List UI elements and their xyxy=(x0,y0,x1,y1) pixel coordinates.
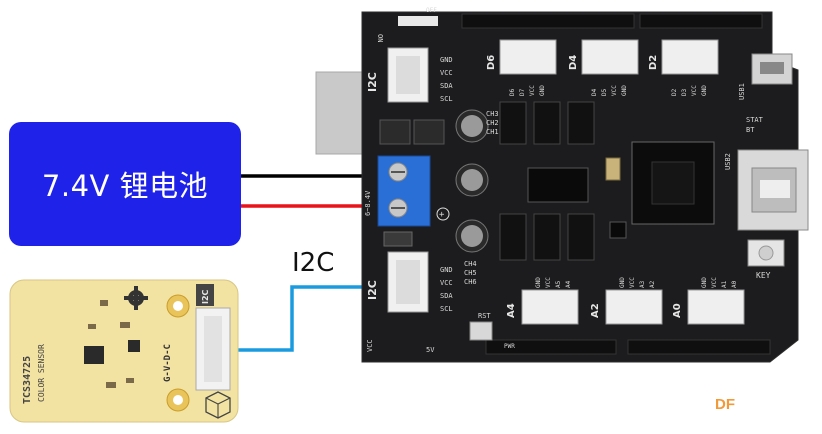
rst-label: RST xyxy=(478,312,491,320)
port-a2-label: A2 xyxy=(590,303,601,318)
crystal xyxy=(605,157,621,181)
gear-icon xyxy=(124,286,148,310)
port-d4[interactable] xyxy=(581,39,639,75)
cube-logo-icon xyxy=(205,391,231,419)
i2c-port-top-socket xyxy=(396,56,420,94)
bottom-header-right xyxy=(627,339,771,355)
port-a4-label: A4 xyxy=(506,303,517,318)
small-ic xyxy=(609,221,627,239)
i2c-top-pin-gnd: GND xyxy=(440,56,453,64)
a4-pin-1: GND xyxy=(535,277,542,288)
port-a2[interactable] xyxy=(605,289,663,325)
d2-pin-1: D2 xyxy=(671,88,678,96)
power-switch[interactable] xyxy=(398,16,438,26)
usb2-label: USB2 xyxy=(724,153,732,170)
pwr-label: PWR xyxy=(504,343,515,350)
port-d2-label: D2 xyxy=(648,55,659,70)
i2c-bottom-pin-vcc: VCC xyxy=(440,279,453,287)
color-sensor-module: I2C G-V-D-C TCS34725 COLOR SENSOR xyxy=(9,279,239,423)
sensor-subtitle: COLOR SENSOR xyxy=(37,344,46,402)
ch5-label: CH5 xyxy=(464,269,477,277)
d4-pin-3: VCC xyxy=(611,85,618,96)
usb1-label: USB1 xyxy=(738,83,746,100)
d2-pin-4: GND xyxy=(701,85,708,96)
sensor-port-label: I2C xyxy=(201,289,210,304)
i2c-port-bottom-label: I2C xyxy=(366,280,379,300)
servo-headers-top xyxy=(499,101,595,145)
a4-pin-2: VCC xyxy=(545,277,552,288)
d6-pin-3: VCC xyxy=(529,85,536,96)
switch-on-label: ON xyxy=(376,34,384,42)
a2-pin-2: VCC xyxy=(629,277,636,288)
ch1-label: CH1 xyxy=(486,128,499,136)
mosfet-2 xyxy=(413,119,445,145)
bottom-header xyxy=(485,339,617,355)
d6-pin-4: GND xyxy=(539,85,546,96)
d4-pin-2: D5 xyxy=(601,88,608,96)
sensor-pins-label: G-V-D-C xyxy=(163,344,173,382)
i2c-top-pin-sda: SDA xyxy=(440,82,453,90)
df-logo: DF xyxy=(715,396,735,413)
key-label: KEY xyxy=(756,271,771,280)
d2-pin-2: D3 xyxy=(681,88,688,96)
i2c-top-pin-vcc: VCC xyxy=(440,69,453,77)
port-a0[interactable] xyxy=(687,289,745,325)
a0-pin-2: VCC xyxy=(711,277,718,288)
battery-block: 7.4V 锂电池 xyxy=(9,122,241,246)
bt-label: BT xyxy=(746,126,755,134)
wire-i2c xyxy=(238,285,398,352)
sensor-ic-small xyxy=(128,340,140,352)
a2-pin-1: GND xyxy=(619,277,626,288)
voltage-5v-label: 5V xyxy=(426,346,435,354)
vcc-label: VCC xyxy=(366,339,374,352)
i2c-port-top-label: I2C xyxy=(366,72,379,92)
ch2-label: CH2 xyxy=(486,119,499,127)
a2-pin-3: A3 xyxy=(639,280,646,288)
top-header xyxy=(461,13,635,29)
a2-pin-4: A2 xyxy=(649,280,656,288)
a4-pin-3: A5 xyxy=(555,280,562,288)
d2-pin-3: VCC xyxy=(691,85,698,96)
port-d6[interactable] xyxy=(499,39,557,75)
port-d2[interactable] xyxy=(661,39,719,75)
sensor-name: TCS34725 xyxy=(22,356,33,404)
ch3-label: CH3 xyxy=(486,110,499,118)
i2c-bottom-pin-sda: SDA xyxy=(440,292,453,300)
d4-pin-1: D4 xyxy=(591,88,598,96)
servo-headers-bottom xyxy=(499,213,595,261)
d6-pin-1: D6 xyxy=(509,88,516,96)
resistor xyxy=(383,231,413,247)
i2c-top-pin-scl: SCL xyxy=(440,95,453,103)
driver-ic xyxy=(527,167,589,203)
battery-label: 7.4V 锂电池 xyxy=(41,169,209,203)
port-d6-label: D6 xyxy=(486,55,497,70)
i2c-bottom-pin-gnd: GND xyxy=(440,266,453,274)
terminal-voltage-label: 6~8.4V xyxy=(364,190,372,216)
terminal-plus-label: + xyxy=(439,210,445,220)
controller-board: ON OFF I2C GND VCC SDA SCL I2C GND VCC S… xyxy=(315,7,809,363)
a0-pin-4: A0 xyxy=(731,280,738,288)
port-a0-label: A0 xyxy=(672,303,683,318)
stat-label: STAT xyxy=(746,116,764,124)
d6-pin-2: D7 xyxy=(519,88,526,96)
ch6-label: CH6 xyxy=(464,278,477,286)
a4-pin-4: A4 xyxy=(565,280,572,288)
mosfet-1 xyxy=(379,119,411,145)
ch4-label: CH4 xyxy=(464,260,477,268)
i2c-bottom-pin-scl: SCL xyxy=(440,305,453,313)
d4-pin-4: GND xyxy=(621,85,628,96)
a0-pin-1: GND xyxy=(701,277,708,288)
switch-off-label: OFF xyxy=(426,7,437,14)
i2c-port-bottom-socket xyxy=(396,260,420,304)
i2c-connection-label: I2C xyxy=(292,248,335,278)
port-a4[interactable] xyxy=(521,289,579,325)
rst-button[interactable] xyxy=(469,321,493,341)
port-d4-label: D4 xyxy=(568,55,579,70)
top-header-right xyxy=(639,13,763,29)
sensor-chip xyxy=(84,346,104,364)
a0-pin-3: A1 xyxy=(721,280,728,288)
